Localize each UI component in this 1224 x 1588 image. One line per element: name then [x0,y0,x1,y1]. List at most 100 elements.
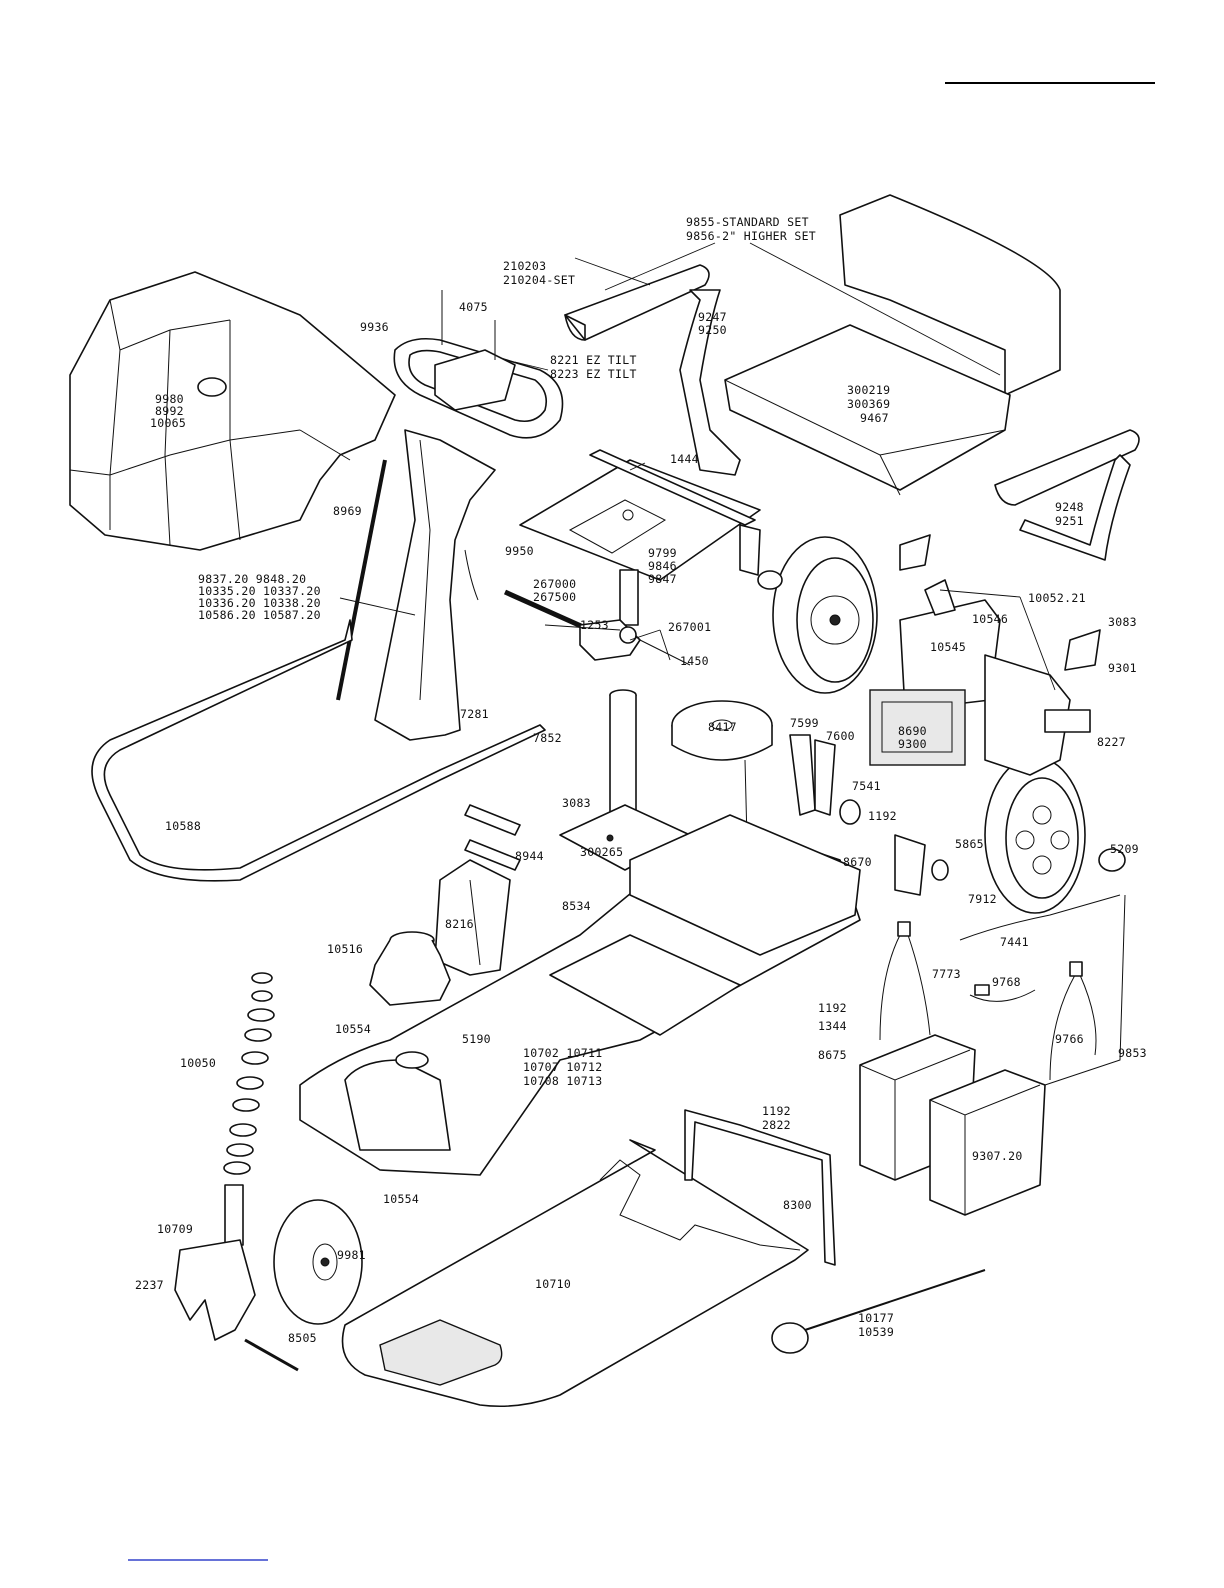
floor-mat-outline [599,1159,801,1251]
strip [464,804,521,871]
label-rear-wheel: 7912 [968,892,997,906]
label-controller-1: 8690 [898,724,927,738]
label-seat-post-bolt: 1444 [670,452,699,466]
label-right-arm-1: 9248 [1055,500,1084,514]
part-labels: 9855-STANDARD SET 9856-2" HIGHER SET 210… [135,215,1147,1345]
label-lever-1: 267000 [533,577,576,591]
label-post-base: 300265 [580,845,623,859]
strap [684,1109,836,1266]
label-rod: 8969 [333,504,362,518]
label-bolt-1344: 1344 [818,1019,847,1033]
armrest-right [994,429,1140,561]
label-armpad-1: 210203 [503,259,546,273]
label-floor-mat: 10710 [535,1277,571,1291]
boot [369,931,451,1006]
label-ez-tilt-1: 8221 EZ TILT [550,353,637,367]
label-tiller-part-2: 10335.20 10337.20 [198,584,321,598]
label-boot: 10516 [327,942,363,956]
label-tiller-frame: 9936 [360,320,389,334]
front-wheel [273,1199,363,1325]
charger [434,859,511,976]
label-latch: 8534 [562,899,591,913]
label-battery-harness: 9766 [1055,1032,1084,1046]
label-ez-tilt-2: 8223 EZ TILT [550,367,637,381]
label-frame-2: 10707 10712 [523,1060,602,1074]
harness [879,894,1126,1086]
label-seat-3: 9467 [860,411,889,425]
label-shroud-2: 8992 [155,404,184,418]
transaxle-motor [869,534,1091,776]
mat-panel [379,1319,503,1386]
label-wheel-nut: 8227 [1097,735,1126,749]
label-shaft-bolt: 5865 [955,837,984,851]
label-axle: 8505 [288,1331,317,1345]
label-shroud-3: 10065 [150,416,186,430]
label-pulley: 8417 [708,720,737,734]
label-nut-2237: 2237 [135,1278,164,1292]
armrest-left [564,264,741,476]
label-fork: 10709 [157,1222,193,1236]
tiller-frame [393,290,564,439]
label-battery: 9307.20 [972,1149,1023,1163]
fork [174,1184,256,1341]
label-nut-right: 3083 [1108,615,1137,629]
rod [336,459,387,701]
label-armpad-2: 210204-SET [503,273,575,287]
axle [244,1338,299,1372]
label-armrest-sets-1: 9855-STANDARD SET [686,215,809,229]
label-seat-2: 300369 [847,397,890,411]
label-bracket-right: 9301 [1108,661,1137,675]
label-harness-part: 7773 [932,967,961,981]
label-front-wheel: 9981 [337,1248,366,1262]
label-screw-tiller: 7281 [460,707,489,721]
label-left-arm-1: 9247 [698,310,727,324]
key [771,1269,986,1354]
seat-post [559,689,691,871]
label-connector: 7441 [1000,935,1029,949]
label-lever-8675: 8675 [818,1048,847,1062]
rear-wheel-left [772,536,878,694]
label-cable: 7852 [533,731,562,745]
label-lever-pin: 267001 [668,620,711,634]
label-brake: 10546 [972,612,1008,626]
label-tensioner: 7541 [852,779,881,793]
label-shroud-1: 9980 [155,392,184,406]
label-lever-2: 267500 [533,590,576,604]
label-bearing-stack: 10050 [180,1056,216,1070]
label-seat-plate-2: 9846 [648,559,677,573]
label-screw-5190: 5190 [462,1032,491,1046]
seat-plate [519,449,761,626]
label-bolt-1192-c: 1192 [762,1104,791,1118]
label-right-arm-2: 9251 [1055,514,1084,528]
label-tiller-part-3: 10336.20 10338.20 [198,596,321,610]
label-bolt-1192-a: 1192 [868,809,897,823]
label-arm-part-a: 7599 [790,716,819,730]
base-frame [299,814,861,1176]
label-transaxle-wire: 10052.21 [1028,591,1086,605]
tiller-column [374,429,496,741]
label-seat-plate-3: 9847 [648,572,677,586]
label-bolt-2822: 2822 [762,1118,791,1132]
label-charger: 8216 [445,917,474,931]
label-plug: 9768 [992,975,1021,989]
front-shroud [69,271,396,551]
label-bracket-8670: 8670 [843,855,872,869]
label-lever-bolt: 1450 [680,654,709,668]
label-armrest-sets-2: 9856-2" HIGHER SET [686,229,816,243]
label-controller-2: 9300 [898,737,927,751]
label-nut-10554-b: 10554 [383,1192,419,1206]
label-tiller-cover: 9950 [505,544,534,558]
brake-arm [789,734,949,896]
label-seat-plate-1: 9799 [648,546,677,560]
seat-lever [503,589,691,666]
battery-b [929,1069,1046,1216]
hub-cap [1098,848,1126,872]
label-screw-top: 4075 [459,300,488,314]
label-bolt-1192-b: 1192 [818,1001,847,1015]
floor-mat-left [91,619,546,882]
bushing [757,570,783,590]
label-seat-1: 300219 [847,383,890,397]
label-tiller-part-1: 9837.20 9848.20 [198,572,306,586]
label-harness-main: 9853 [1118,1046,1147,1060]
